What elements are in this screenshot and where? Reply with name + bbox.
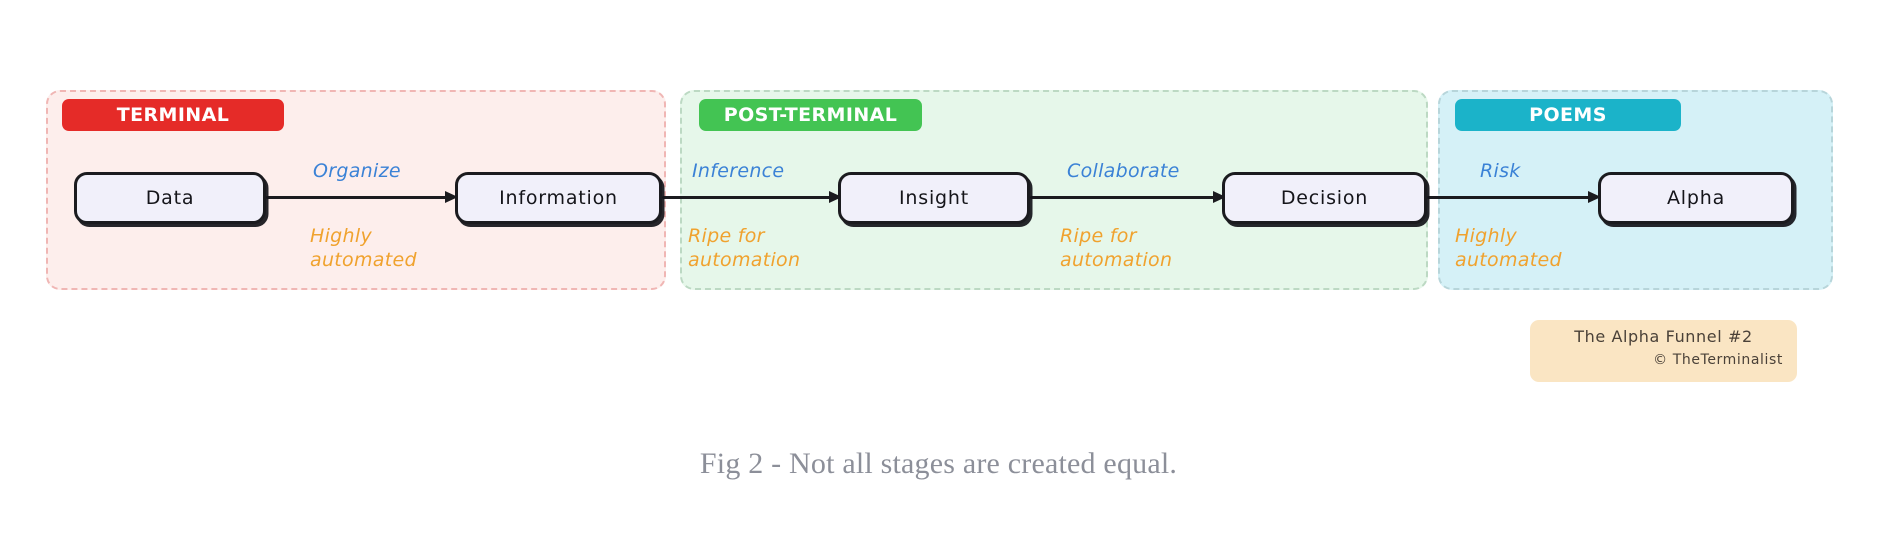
automation-line-2: automation (1060, 248, 1173, 271)
arrow-decision-to-alpha (1427, 191, 1601, 203)
automation-line-2: automation (688, 248, 801, 271)
automation-label-insight-decision: Ripe for automation (1060, 225, 1172, 273)
node-insight: Insight (838, 172, 1030, 224)
edge-label-inference: Inference (692, 160, 785, 182)
stage-badge-terminal: TERMINAL (62, 99, 284, 131)
edge-label-collaborate: Collaborate (1067, 160, 1180, 182)
automation-label-data-information: Highly automated (310, 225, 417, 273)
arrow-head-icon (1588, 191, 1601, 203)
node-alpha: Alpha (1598, 172, 1794, 224)
automation-line-2: automated (310, 248, 417, 271)
automation-line-1: Highly (1455, 225, 1517, 247)
figure-caption: Fig 2 - Not all stages are created equal… (699, 447, 1178, 480)
arrow-shaft (662, 196, 831, 199)
stage-badge-poems: POEMS (1455, 99, 1681, 131)
stage-badge-post-terminal: POST-TERMINAL (699, 99, 922, 131)
edge-label-organize: Organize (313, 160, 401, 182)
arrow-information-to-insight (662, 191, 842, 203)
arrow-shaft (1427, 196, 1590, 199)
arrow-insight-to-decision (1030, 191, 1226, 203)
arrow-data-to-information (266, 191, 458, 203)
arrow-shaft (1030, 196, 1215, 199)
node-information: Information (455, 172, 662, 224)
node-data: Data (74, 172, 266, 224)
arrow-head-icon (445, 191, 458, 203)
credit-attribution: © TheTerminalist (1653, 352, 1783, 368)
arrow-shaft (266, 196, 447, 199)
automation-label-information-insight: Ripe for automation (688, 225, 800, 273)
credit-chip: The Alpha Funnel #2 © TheTerminalist (1530, 320, 1797, 382)
automation-label-decision-alpha: Highly automated (1455, 225, 1562, 273)
edge-label-risk: Risk (1480, 160, 1521, 182)
credit-title: The Alpha Funnel #2 (1574, 327, 1753, 346)
automation-line-1: Ripe for (688, 225, 765, 247)
automation-line-2: automated (1455, 248, 1562, 271)
node-decision: Decision (1222, 172, 1427, 224)
automation-line-1: Highly (310, 225, 372, 247)
automation-line-1: Ripe for (1060, 225, 1137, 247)
